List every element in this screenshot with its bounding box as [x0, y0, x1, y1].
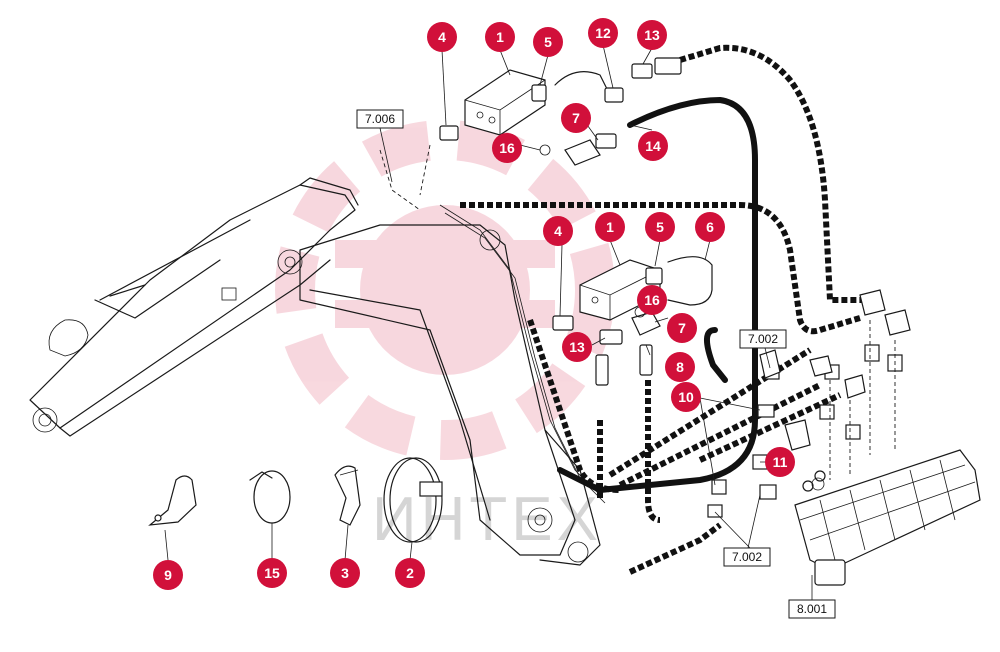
svg-text:2: 2: [406, 565, 414, 581]
ref-7002-lower[interactable]: 7.002: [723, 547, 771, 567]
callout-1[interactable]: 1: [595, 212, 625, 242]
watermark-logo: [275, 120, 615, 460]
svg-text:5: 5: [656, 219, 664, 235]
wire-clamp-15: [249, 470, 291, 524]
reference-boxes: 7.006 7.002 7.002 8.001: [356, 109, 836, 619]
valve-bank-fittings: [707, 289, 911, 518]
dipper-arm-outline: [299, 224, 601, 566]
callout-6[interactable]: 6: [695, 212, 725, 242]
svg-text:16: 16: [499, 140, 515, 156]
svg-text:15: 15: [264, 565, 280, 581]
svg-text:10: 10: [678, 389, 694, 405]
callouts: 4 1 5 12 13 7 16 14 4 1 5 6 16 7 13 8 10…: [153, 18, 795, 590]
callout-9[interactable]: 9: [153, 560, 183, 590]
callout-2[interactable]: 2: [395, 558, 425, 588]
hose-clamp-9: [148, 475, 197, 526]
valve-block-upper: [439, 57, 682, 166]
callout-5[interactable]: 5: [533, 27, 563, 57]
callout-4[interactable]: 4: [427, 22, 457, 52]
svg-text:13: 13: [569, 339, 585, 355]
svg-text:16: 16: [644, 292, 660, 308]
callout-10[interactable]: 10: [671, 382, 701, 412]
callout-11[interactable]: 11: [765, 447, 795, 477]
watermark-text: ИНТЕХ: [372, 485, 602, 554]
svg-text:12: 12: [595, 25, 611, 41]
svg-text:1: 1: [496, 29, 504, 45]
callout-15[interactable]: 15: [257, 558, 287, 588]
ref-7006[interactable]: 7.006: [356, 109, 404, 129]
svg-text:7.006: 7.006: [365, 112, 395, 126]
callout-13[interactable]: 13: [637, 20, 667, 50]
callout-12[interactable]: 12: [588, 18, 618, 48]
svg-text:3: 3: [341, 565, 349, 581]
hoses: [460, 44, 880, 575]
svg-text:11: 11: [773, 454, 788, 470]
callout-1[interactable]: 1: [485, 22, 515, 52]
boom-arm-outline: [29, 177, 359, 437]
callout-4[interactable]: 4: [543, 216, 573, 246]
svg-text:4: 4: [554, 223, 562, 239]
callout-16[interactable]: 16: [492, 133, 522, 163]
callout-16[interactable]: 16: [637, 285, 667, 315]
svg-text:14: 14: [645, 138, 661, 154]
ref-7002-upper[interactable]: 7.002: [739, 329, 787, 349]
callout-14[interactable]: 14: [638, 131, 668, 161]
svg-text:6: 6: [706, 219, 714, 235]
callout-8[interactable]: 8: [665, 352, 695, 382]
leader-lines: [164, 44, 813, 600]
svg-text:8.001: 8.001: [797, 602, 827, 616]
svg-text:5: 5: [544, 34, 552, 50]
svg-text:4: 4: [438, 29, 446, 45]
callout-13[interactable]: 13: [562, 332, 592, 362]
band-clamp-2: [383, 457, 443, 543]
callout-7[interactable]: 7: [667, 313, 697, 343]
svg-text:8: 8: [676, 359, 684, 375]
svg-text:13: 13: [644, 27, 660, 43]
control-valve-bank: [794, 449, 981, 586]
svg-text:7.002: 7.002: [748, 332, 778, 346]
svg-text:1: 1: [606, 219, 614, 235]
ref-8001[interactable]: 8.001: [788, 599, 836, 619]
svg-text:9: 9: [164, 567, 172, 583]
callout-7[interactable]: 7: [561, 103, 591, 133]
callout-3[interactable]: 3: [330, 558, 360, 588]
svg-text:7: 7: [572, 110, 580, 126]
svg-text:7: 7: [678, 320, 686, 336]
clamp-half-3: [334, 465, 361, 526]
svg-text:7.002: 7.002: [732, 550, 762, 564]
callout-5[interactable]: 5: [645, 212, 675, 242]
